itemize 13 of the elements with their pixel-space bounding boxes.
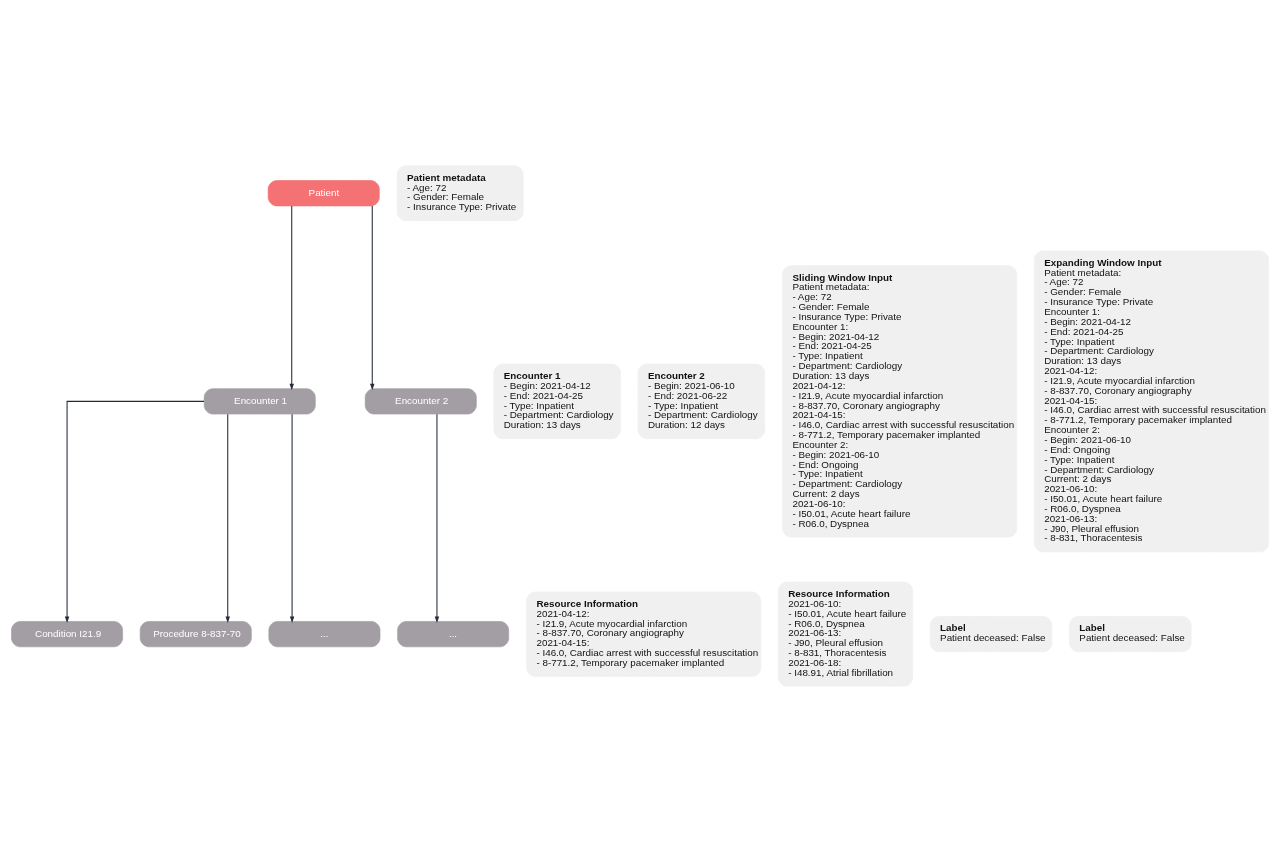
node-box: Encounter 2 <box>364 388 477 415</box>
node-box: ... <box>268 621 381 648</box>
arrow <box>370 205 375 391</box>
arrow <box>289 413 295 623</box>
node-box: Procedure 8-837-70 <box>139 621 252 648</box>
node-box: Encounter 1 <box>203 388 316 415</box>
node-box: Patient <box>267 180 380 207</box>
arrow <box>289 205 294 391</box>
node-box: ... <box>397 621 510 648</box>
arrow <box>225 413 230 623</box>
arrow <box>434 413 440 623</box>
node-box: Condition I21.9 <box>11 621 123 648</box>
arrow <box>64 400 205 623</box>
